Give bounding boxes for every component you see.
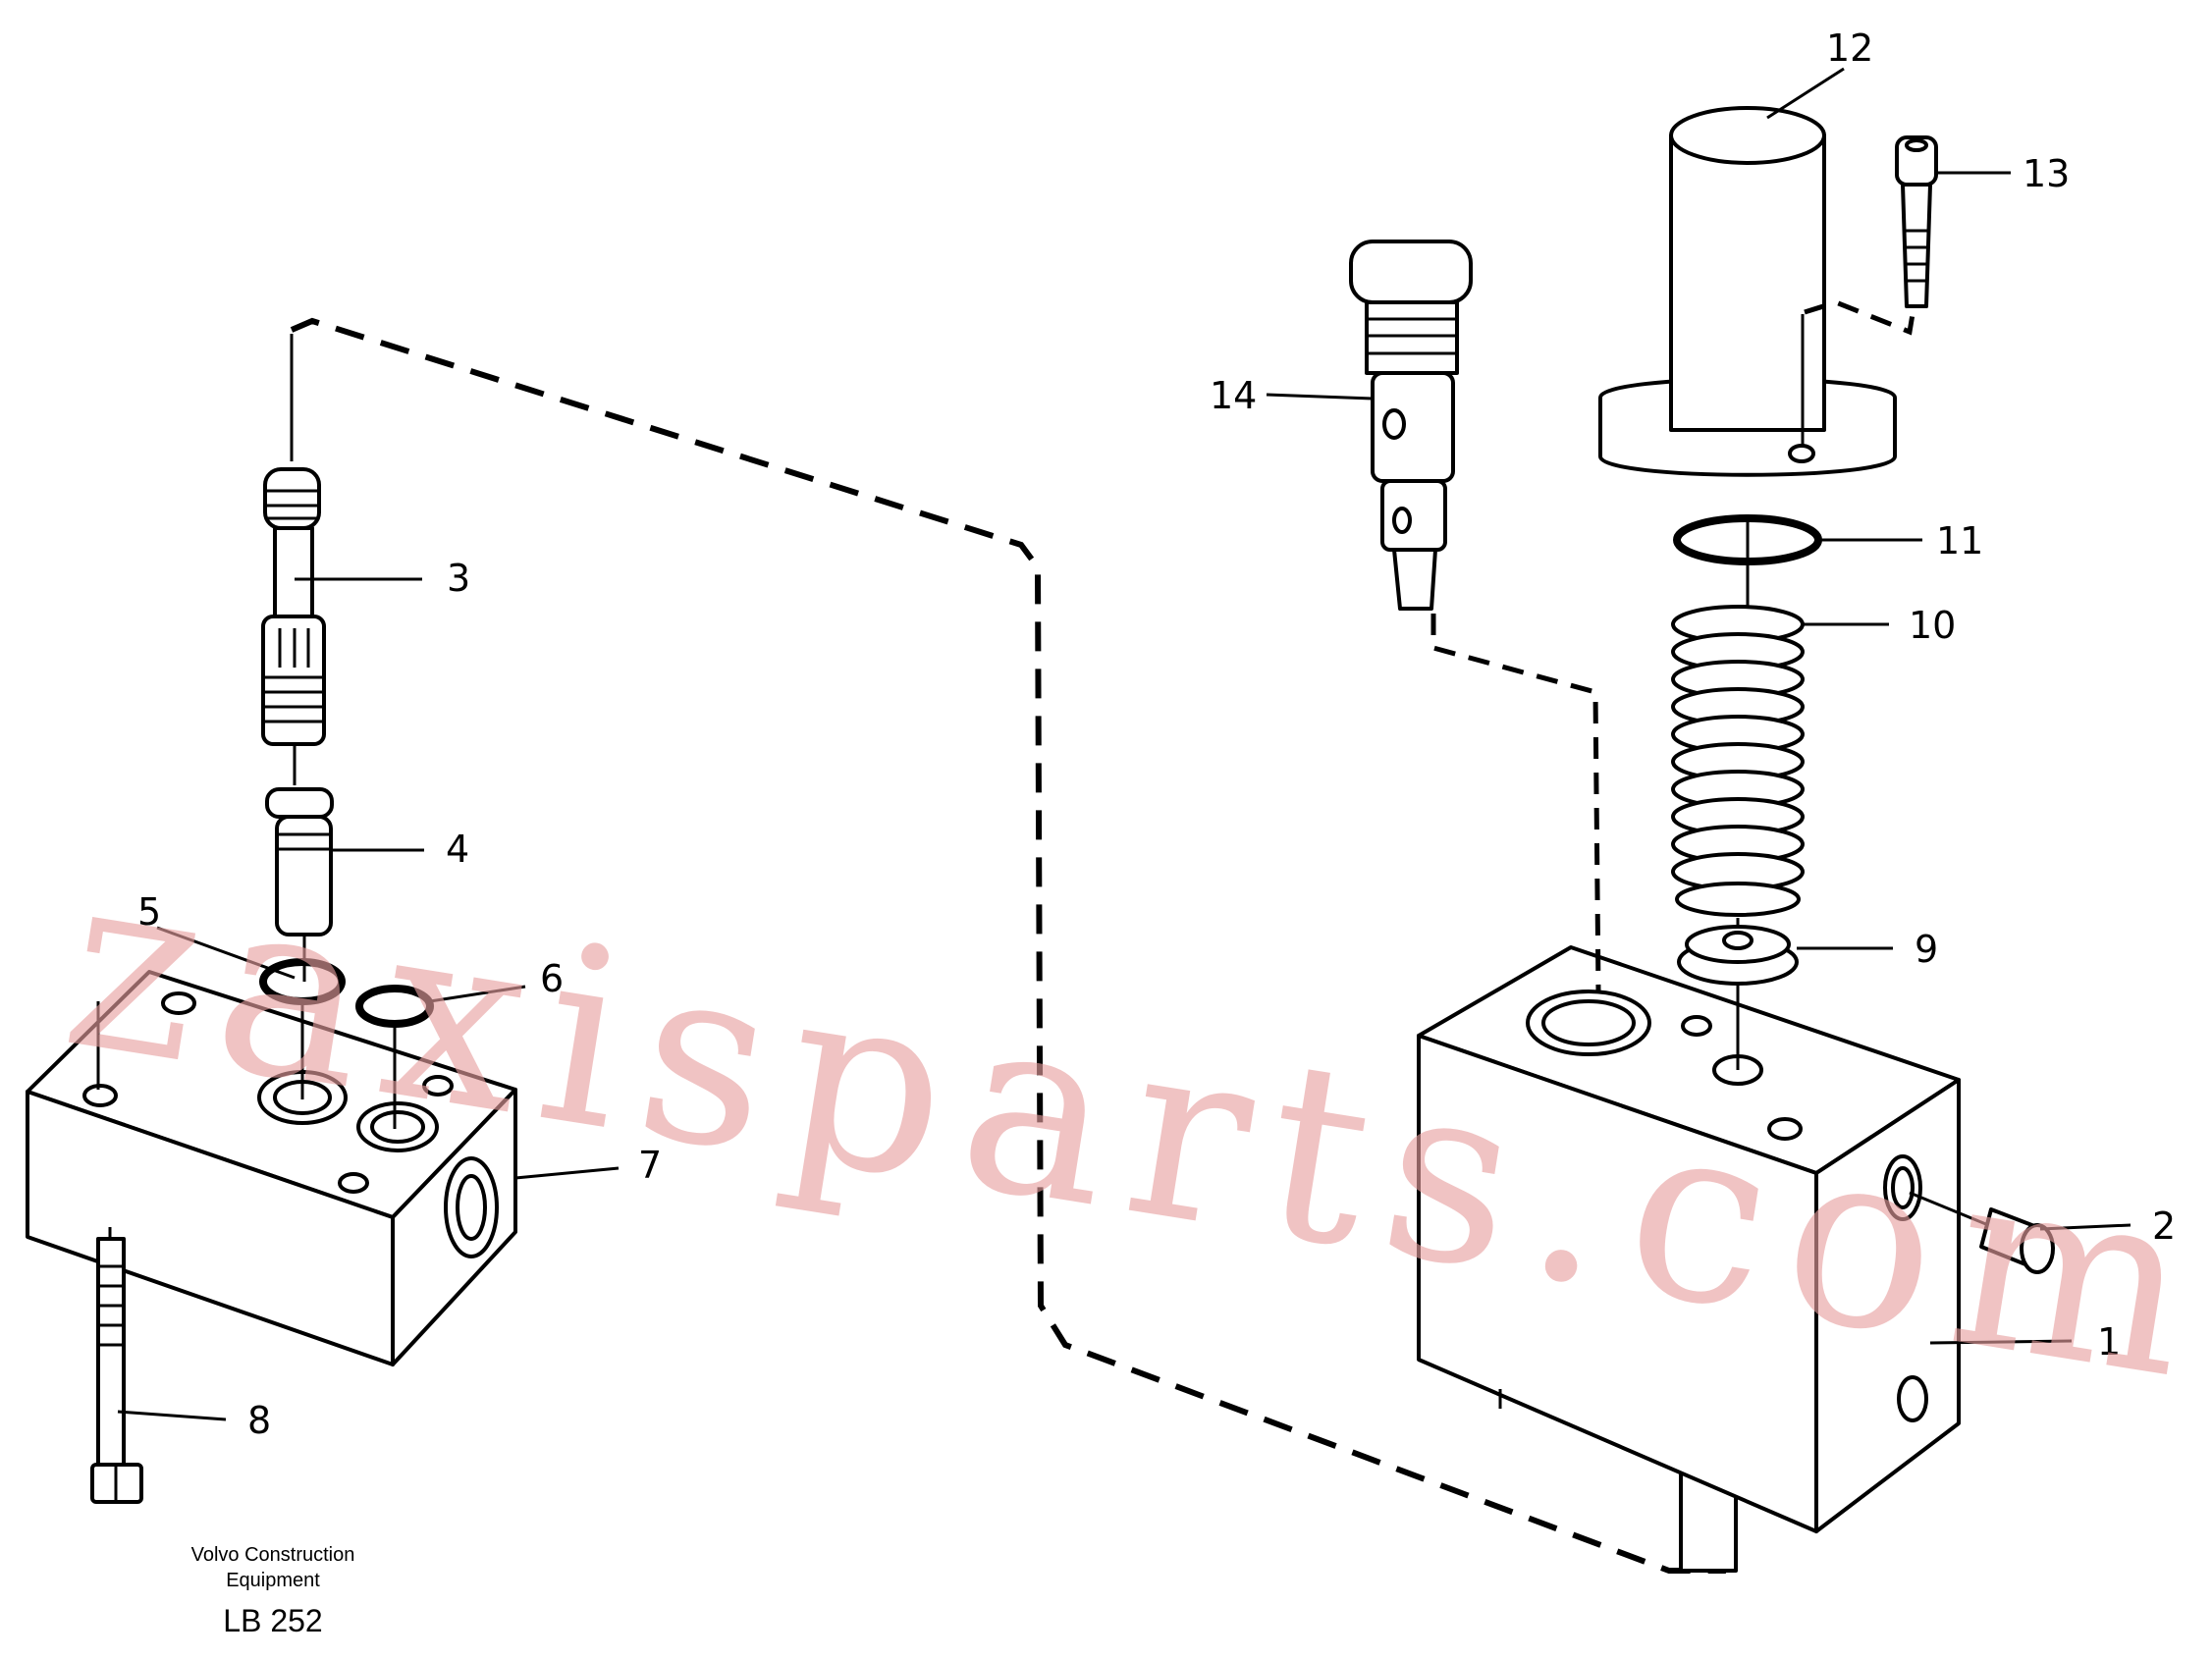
- part-3-valve-spool: [261, 334, 326, 785]
- part-14-plug: [1349, 240, 1473, 611]
- part-7-valve-block: [26, 970, 517, 1366]
- callout-4: 4: [446, 828, 469, 871]
- callout-1: 1: [2097, 1320, 2121, 1364]
- part-10-spring: [1671, 605, 1805, 917]
- callout-5: 5: [137, 890, 161, 934]
- callout-10: 10: [1909, 604, 1956, 647]
- caption-manufacturer-line1: Volvo Construction: [191, 1544, 355, 1566]
- callout-9: 9: [1915, 928, 1938, 971]
- connection-dashed-line-screw: [1804, 299, 1917, 336]
- part-12-solenoid: [1598, 106, 1897, 477]
- callout-13: 13: [2023, 152, 2070, 195]
- connection-dashed-line-plug: [1430, 614, 1601, 992]
- callout-12: 12: [1826, 27, 1873, 70]
- connection-dashed-line-main: [290, 317, 1729, 1574]
- callout-3: 3: [447, 557, 470, 600]
- callout-2: 2: [2152, 1204, 2176, 1248]
- caption-manufacturer-line2: Equipment: [226, 1570, 320, 1591]
- callout-11: 11: [1936, 519, 1983, 562]
- leader-lines: [117, 67, 2131, 1421]
- part-9-spring-seat: [1677, 918, 1799, 1070]
- part-8-bolt: [90, 1227, 143, 1504]
- caption-drawing-code: LB 252: [223, 1603, 322, 1638]
- part-13-screw: [1895, 135, 1938, 308]
- part-4-valve-seat: [265, 787, 334, 982]
- part-6-o-ring: [355, 985, 434, 1028]
- callout-7: 7: [638, 1144, 662, 1187]
- callout-8: 8: [247, 1399, 271, 1442]
- part-1-valve-housing: [1417, 945, 1961, 1573]
- part-2-plug: [1909, 1191, 2055, 1274]
- callout-6: 6: [540, 957, 564, 1000]
- callout-14: 14: [1210, 374, 1257, 417]
